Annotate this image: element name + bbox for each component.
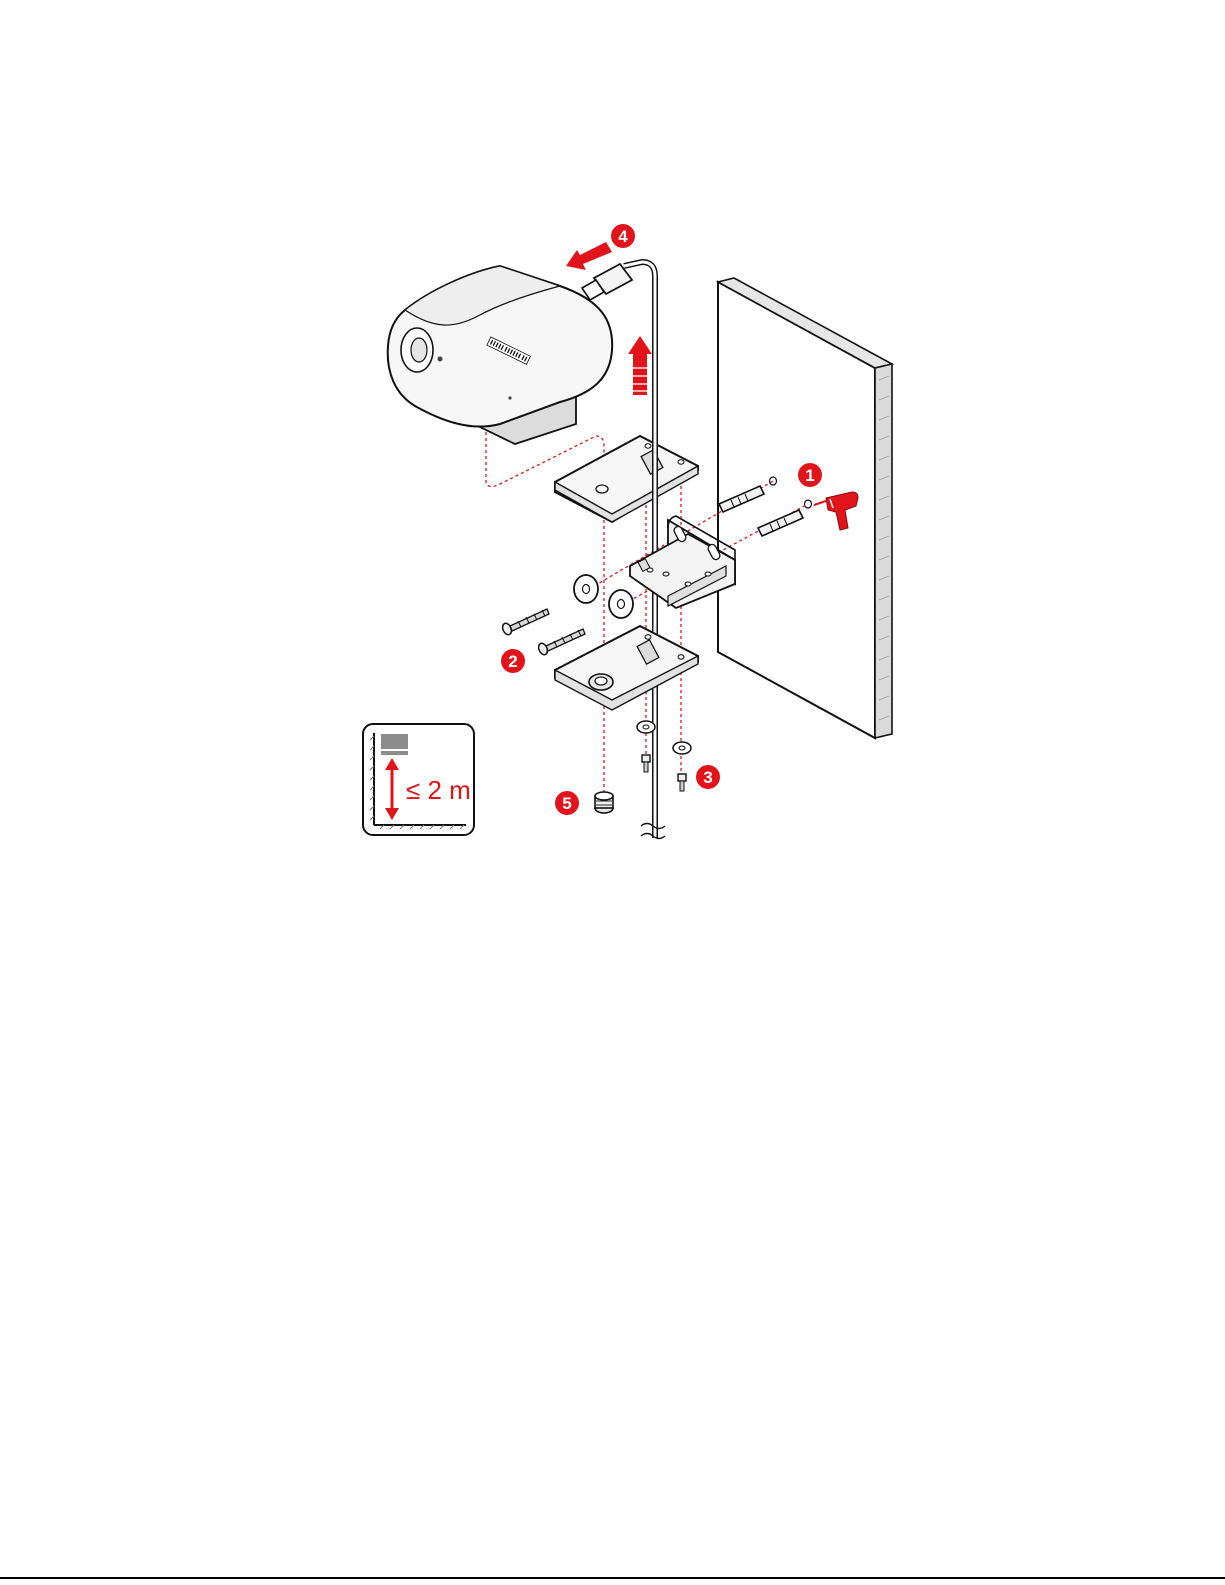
webcam-icon <box>388 266 612 444</box>
callout-5: 5 <box>555 791 579 815</box>
monitor-height-icon <box>381 734 408 755</box>
callout-2: 2 <box>501 649 525 673</box>
callout-5-label: 5 <box>562 794 571 813</box>
callout-3: 3 <box>696 765 720 789</box>
machine-screw-icon <box>642 755 686 791</box>
tripod-screw-icon <box>595 792 613 813</box>
top-mount-plate <box>555 436 698 522</box>
page-footer-rule <box>0 1577 1225 1579</box>
height-limit-label: ≤ 2 m <box>406 775 471 805</box>
wall-icon <box>718 278 892 738</box>
callout-4-label: 4 <box>618 227 628 246</box>
height-limit-note: ≤ 2 m <box>363 724 474 835</box>
callout-4: 4 <box>611 224 635 248</box>
callout-2-label: 2 <box>508 652 517 671</box>
callout-1: 1 <box>798 463 822 487</box>
callout-3-label: 3 <box>703 768 712 787</box>
callout-1-label: 1 <box>805 466 814 485</box>
